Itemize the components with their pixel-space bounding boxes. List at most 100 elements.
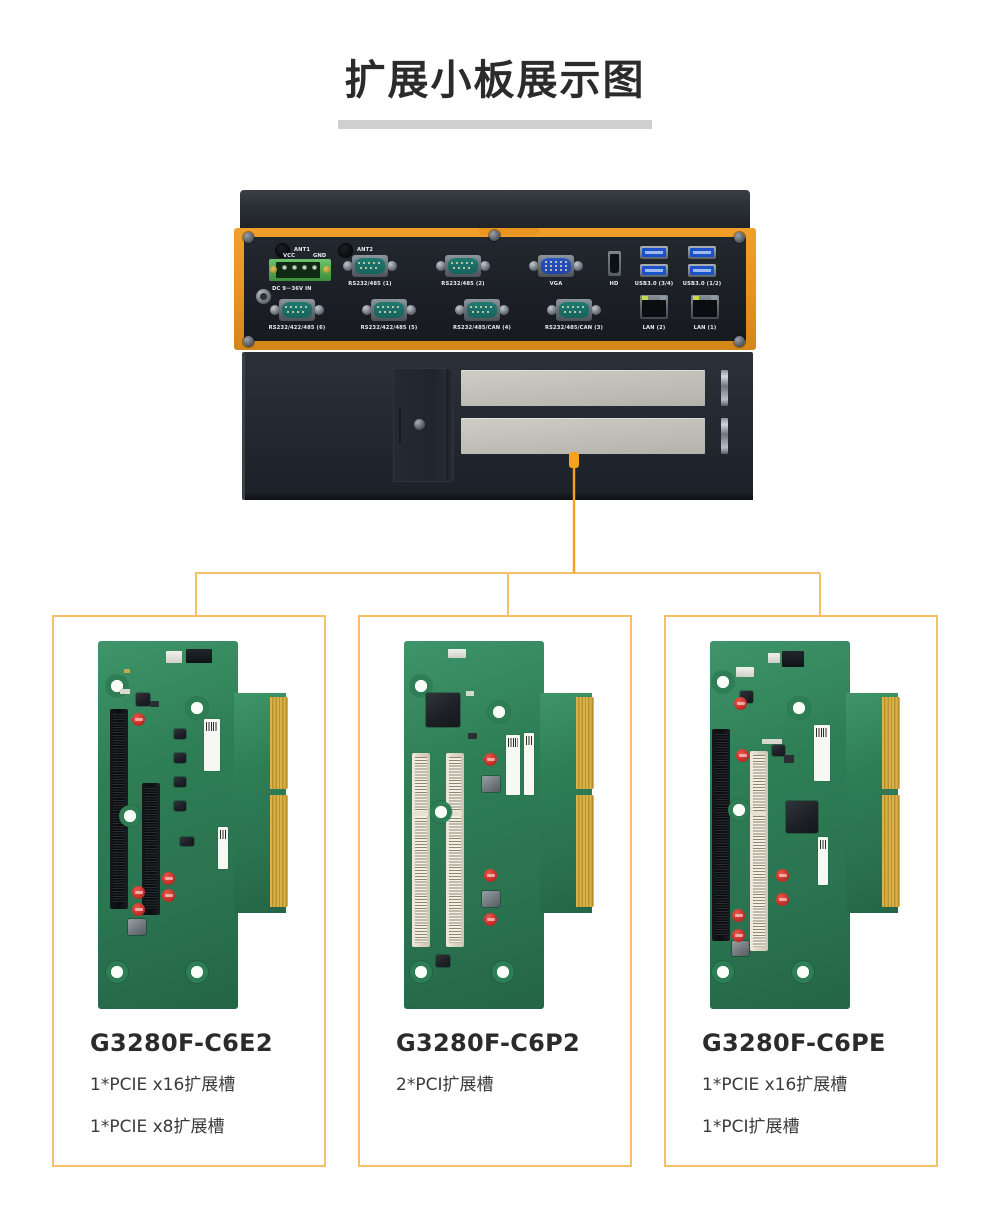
antenna-hole-1 [275,243,290,258]
gnd-label: GND [313,253,327,259]
port-pins [562,305,586,315]
slot-retention-bracket-1 [721,370,728,406]
port-rs232-422-485-6[interactable] [270,299,324,321]
port-shell [279,299,315,321]
card-feature-c6e2-1: 1*PCIE x16扩展槽 [90,1075,236,1095]
barcode-label [204,719,220,771]
screw-top-left [243,232,254,243]
ic-small [180,837,194,846]
port-lan-1[interactable] [691,295,719,319]
power-header-black [782,651,804,667]
dc-power-terminal[interactable] [269,259,331,281]
port-hdmi[interactable] [608,251,621,276]
port-pins [470,305,494,315]
terminal-pin-1 [282,265,287,270]
pcie-x16-slot [712,729,730,941]
port-usb3-3[interactable] [640,264,668,277]
port-shell [445,255,481,277]
label-hdmi: HD [609,281,619,287]
mount-standoff-ml [119,805,141,827]
serial-label [524,733,534,795]
expansion-slot-cover-2[interactable] [461,418,705,454]
port-shell [464,299,500,321]
screw-bottom-left [243,336,254,347]
slot-retention-bracket-2 [721,418,728,454]
port-pins [358,261,382,271]
label-rs232-485-2: RS232/485 (2) [441,281,485,287]
label-lan-2: LAN (2) [642,325,666,331]
port-screw-left [529,261,539,271]
port-face [559,302,589,318]
port-shell [556,299,592,321]
inductor-1 [482,776,500,792]
port-pins [451,261,475,271]
jumper-header [448,649,466,658]
usb-mouth [642,248,666,257]
label-rs232-422-485-6: RS232/422/485 (6) [268,325,326,331]
pcb-substrate [710,641,850,1009]
vcc-label: VCC [283,253,296,259]
pci-contact-rail [753,755,765,947]
card-panel-c6p2: G3280F-C6P2 2*PCI扩展槽 [358,615,632,1167]
power-header-black [186,649,212,663]
capacitor-red-1 [132,713,145,726]
pci-slot-2 [446,753,464,947]
expansion-slot-cover-1[interactable] [461,370,705,406]
capacitor-red-5 [776,869,789,882]
label-usb-3-4: USB3.0 (3/4) [634,281,674,287]
capacitor-red-1 [484,753,497,766]
port-screw-left [455,305,465,315]
pci-bridge-ic [426,693,460,727]
pci-bridge-ic [786,801,818,833]
lan-led-amber [711,296,717,300]
port-shell [538,255,574,277]
port-face [448,258,478,274]
smd-part-a [120,689,130,694]
capacitor-red-5 [162,889,175,902]
port-face [355,258,385,274]
port-screw-left [343,261,353,271]
card-model-c6pe: G3280F-C6PE [702,1029,886,1057]
inductor-shield [128,919,146,935]
port-rs232-422-485-5[interactable] [362,299,416,321]
port-screw-left [436,261,446,271]
pci-contact-rail [449,757,461,943]
inductor-2 [482,891,500,907]
port-usb3-1[interactable] [688,264,716,277]
ic-ldo [772,745,785,756]
port-usb3-4[interactable] [640,246,668,259]
port-face [374,302,404,318]
port-rs232-485-2[interactable] [436,255,490,277]
port-rs232-485-can-4[interactable] [455,299,509,321]
pci-slot-1 [412,753,430,947]
mount-standoff-bl [712,961,734,983]
pcie-x8-slot [142,783,160,915]
screw-top-middle [489,230,500,241]
pcb-image-c6pe [706,641,902,1009]
card-panel-c6pe: G3280F-C6PE 1*PCIE x16扩展槽 1*PCI扩展槽 [664,615,938,1167]
capacitor-red-4 [162,872,175,885]
page-title: 扩展小板展示图 [344,56,646,104]
port-vga[interactable] [529,255,583,277]
lan-led-green [642,296,648,300]
port-rs232-485-1[interactable] [343,255,397,277]
port-screw-left [547,305,557,315]
barcode-label [814,725,830,781]
antenna-hole-2 [338,243,353,258]
port-lan-2[interactable] [640,295,668,319]
label-lan-1: LAN (1) [693,325,717,331]
bay-access-door[interactable] [393,368,454,482]
port-usb3-2[interactable] [688,246,716,259]
ic-regulator [136,693,150,706]
port-face [282,302,312,318]
mount-standoff-br [792,961,814,983]
door-hinge [446,369,454,481]
port-screw-right [480,261,490,271]
gold-edge-connector [270,697,288,789]
port-shell [371,299,407,321]
mount-standoff-tr [488,701,510,723]
label-rs232-422-485-5: RS232/422/485 (5) [360,325,418,331]
port-rs232-485-can-3[interactable] [547,299,601,321]
capacitor-red-2 [484,869,497,882]
terminal-pin-2 [292,265,297,270]
